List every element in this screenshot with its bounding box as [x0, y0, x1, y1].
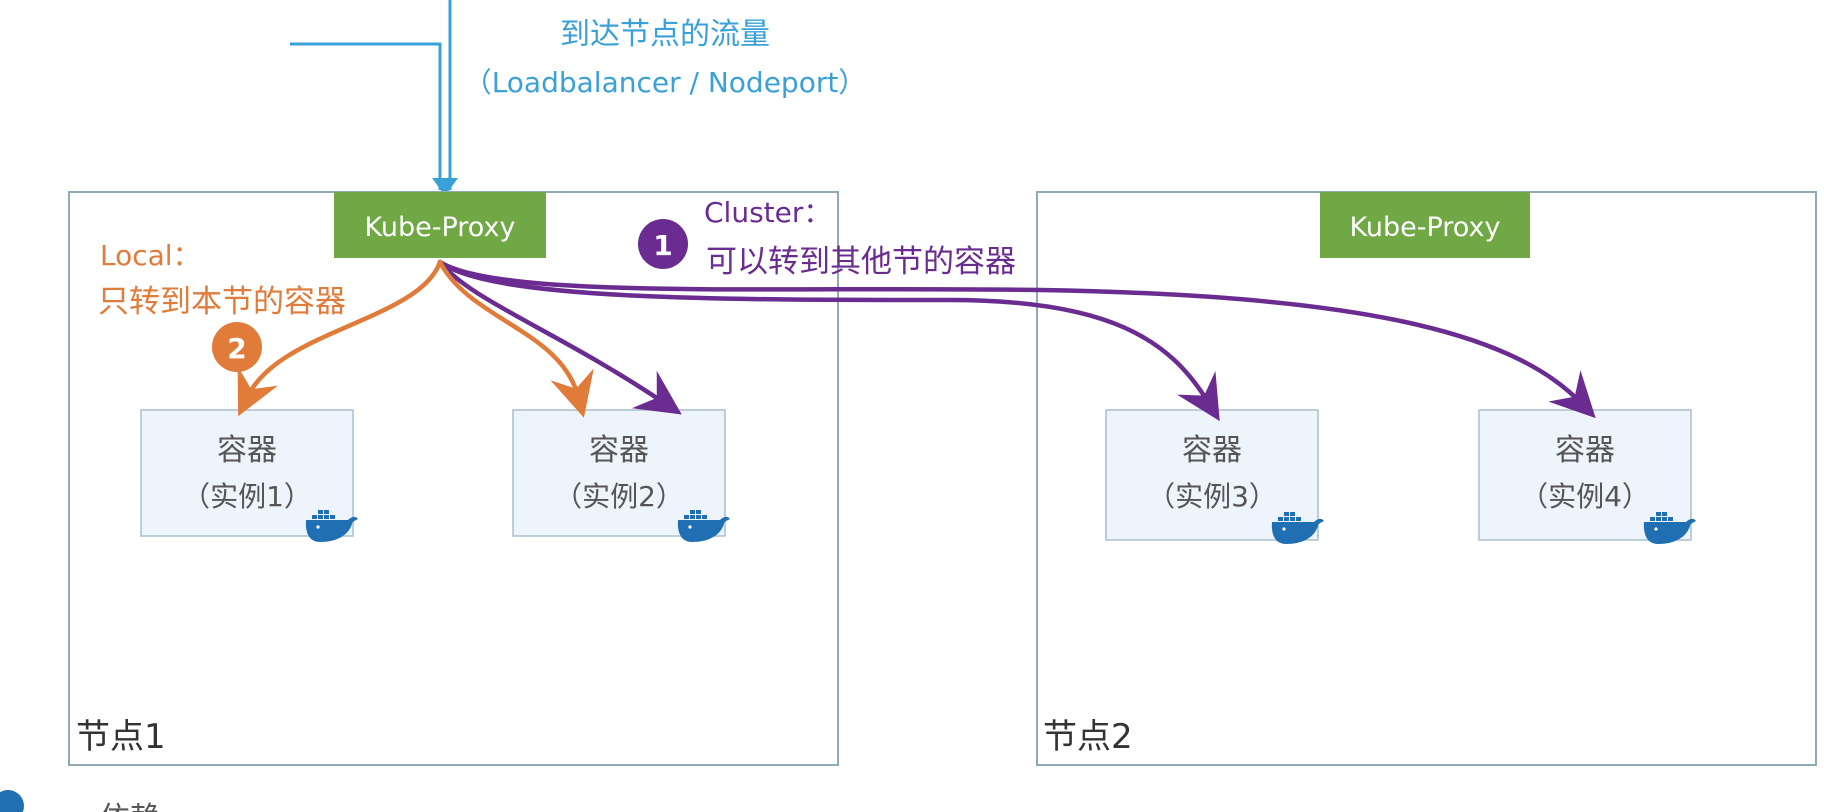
container-4-title: 容器 [1555, 433, 1615, 468]
local-number: 2 [227, 332, 246, 365]
container-4-box [1478, 409, 1692, 541]
container-4-instance: （实例4） [1520, 480, 1650, 513]
local-title: Local： [100, 239, 201, 272]
container-4: 容器 （实例4） [1478, 409, 1696, 544]
traffic-line-elbow [290, 42, 442, 190]
cluster-desc: 可以转到其他节的容器 [706, 244, 1016, 280]
cluster-arrow-to-container-2 [437, 259, 682, 415]
cluster-number: 1 [653, 229, 672, 262]
kube-proxy-1 [334, 192, 546, 258]
cluster-routes [437, 259, 1596, 422]
container-2: 容器 （实例2） [512, 409, 730, 542]
incoming-traffic: 到达节点的流量 （Loadbalancer / Nodeport） [290, 0, 866, 196]
local-arrow-to-container-2 [437, 259, 594, 418]
node-2-label: 节点2 [1043, 717, 1133, 757]
local-desc: 只转到本节的容器 [98, 284, 346, 320]
local-number-badge [212, 322, 262, 372]
container-2-title: 容器 [589, 433, 649, 468]
footer-badge [0, 790, 24, 812]
cluster-number-badge [638, 219, 688, 269]
kube-proxy-2 [1320, 192, 1530, 258]
container-1: 容器 （实例1） [140, 409, 358, 542]
footer-text: 依赖 [100, 801, 160, 812]
local-policy-note: Local： 只转到本节的容器 2 [98, 239, 346, 372]
container-3: 容器 （实例3） [1105, 409, 1324, 544]
container-1-title: 容器 [217, 433, 277, 468]
traffic-sublabel: （Loadbalancer / Nodeport） [464, 66, 867, 99]
traffic-arrowhead [432, 178, 458, 196]
container-3-instance: （实例3） [1147, 480, 1277, 513]
kube-proxy-1-label: Kube-Proxy [365, 212, 516, 243]
cluster-arrow-to-container-3 [437, 259, 1220, 422]
cluster-title: Cluster： [704, 196, 831, 229]
kube-proxy-2-label: Kube-Proxy [1350, 212, 1501, 243]
container-1-box [140, 409, 354, 537]
node-1-label: 节点1 [76, 717, 166, 757]
container-1-instance: （实例1） [182, 480, 312, 513]
container-3-title: 容器 [1182, 433, 1242, 468]
container-2-box [512, 409, 726, 537]
cluster-policy-note: 1 Cluster： 可以转到其他节的容器 [638, 196, 1016, 280]
local-routes [237, 259, 594, 418]
local-arrow-to-container-1 [237, 259, 443, 417]
footer-fragment: 依赖 [0, 790, 160, 812]
traffic-label: 到达节点的流量 [560, 17, 770, 52]
container-2-instance: （实例2） [554, 480, 684, 513]
cluster-arrow-to-container-4 [437, 259, 1596, 419]
